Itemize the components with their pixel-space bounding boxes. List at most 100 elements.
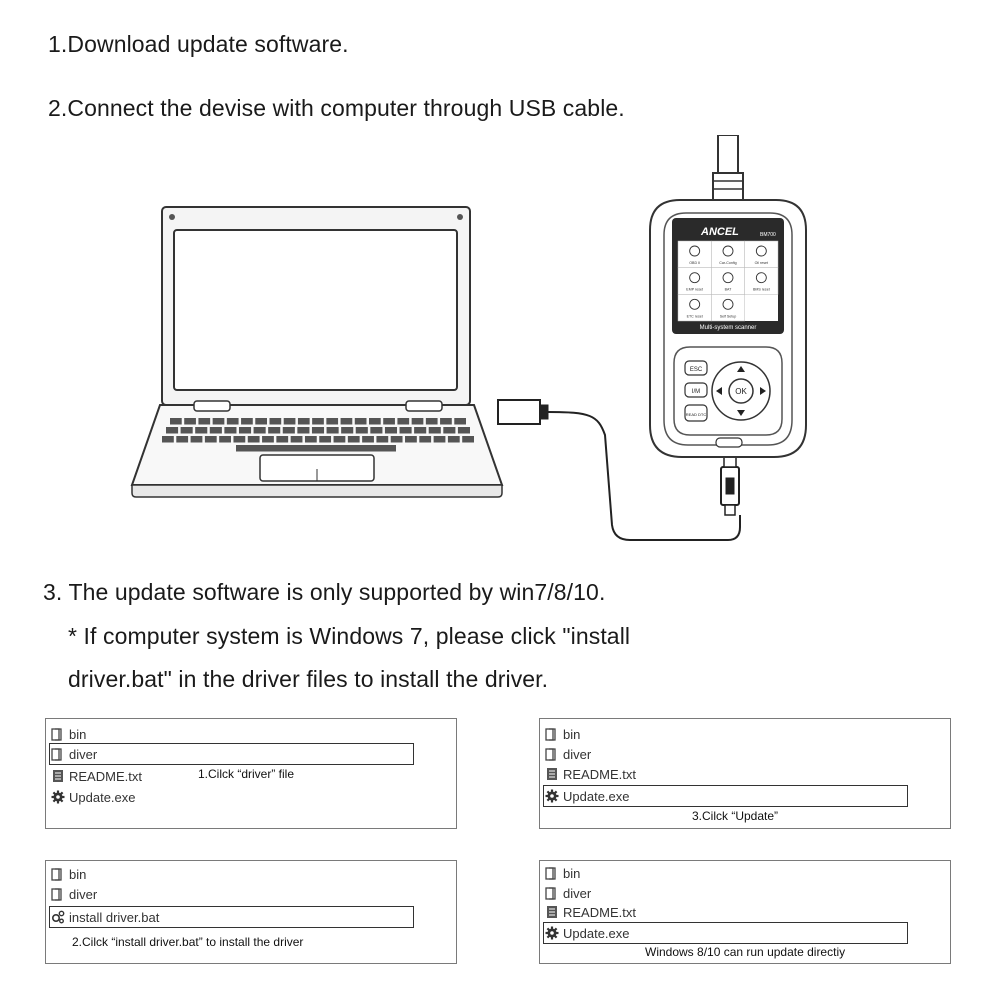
gears-icon — [51, 910, 65, 924]
folder-icon — [51, 888, 62, 901]
keyboard-key — [340, 418, 353, 425]
file-list-panel-1: bin diver README.txt Update.exe 1.Cilck … — [45, 718, 457, 829]
step-2-text: 2.Connect the devise with computer throu… — [48, 95, 625, 121]
keyboard-key — [362, 436, 374, 443]
keyboard-key — [166, 427, 179, 434]
keyboard-key — [462, 436, 474, 443]
menu-item-label: ETC reset — [687, 314, 703, 318]
read-dtc-key: READ DTC — [686, 412, 707, 417]
folder-icon — [51, 868, 62, 881]
keyboard-key — [405, 436, 417, 443]
keyboard-key — [454, 418, 466, 425]
keyboard-key — [397, 418, 410, 425]
menu-item-icon — [722, 298, 734, 310]
file-row-update-exe[interactable]: Update.exe — [545, 786, 630, 806]
file-row-diver[interactable]: diver — [51, 744, 97, 764]
panel-1-caption: 1.Cilck “driver” file — [198, 767, 295, 781]
file-list-panel-4: bin diver README.txt Update.exe Windows … — [539, 860, 951, 964]
file-row-bin[interactable]: bin — [51, 864, 86, 884]
keyboard-key — [212, 418, 225, 425]
step-3-note-line-1: * If computer system is Windows 7, pleas… — [68, 623, 631, 649]
menu-item-icon — [689, 245, 701, 257]
menu-item-icon — [689, 298, 701, 310]
step-3-note-line-2: driver.bat" in the driver files to insta… — [68, 666, 549, 692]
keyboard-key — [355, 427, 368, 434]
file-row-bin[interactable]: bin — [51, 724, 86, 744]
keyboard-key — [176, 436, 189, 443]
keyboard-key — [290, 436, 303, 443]
menu-item-label: Oil reset — [755, 261, 768, 265]
esc-key: ESC — [690, 367, 703, 373]
file-row-bin[interactable]: bin — [545, 724, 580, 744]
keyboard-key — [238, 427, 252, 434]
file-row-update-exe[interactable]: Update.exe — [545, 923, 630, 943]
keyboard-key — [311, 427, 325, 434]
keyboard-key — [198, 418, 211, 425]
keyboard-key — [419, 436, 432, 443]
keyboard-key — [184, 418, 196, 425]
keyboard-key — [297, 427, 310, 434]
panel-2-caption: 3.Cilck “Update” — [692, 809, 779, 823]
folder-icon — [545, 867, 556, 880]
keyboard-key — [443, 427, 456, 434]
gear-icon — [545, 926, 559, 940]
keyboard-key — [333, 436, 346, 443]
keyboard-key — [226, 418, 239, 425]
selection-highlight — [543, 922, 908, 944]
selection-highlight — [543, 785, 908, 807]
menu-cell — [711, 294, 745, 322]
keyboard-key — [447, 436, 460, 443]
keyboard-key — [440, 418, 452, 425]
keyboard-key — [433, 436, 446, 443]
file-row-diver[interactable]: diver — [545, 744, 591, 764]
laptop-illustration — [130, 206, 504, 498]
im-key: I/M — [692, 389, 700, 395]
keyboard-key — [347, 436, 360, 443]
keyboard-key — [224, 427, 237, 434]
menu-item-label: BAT — [725, 288, 733, 292]
menu-item-icon — [722, 272, 734, 284]
usb-cable-illustration — [497, 399, 741, 541]
keyboard-spacebar — [236, 445, 396, 452]
file-row-readme[interactable]: README.txt — [545, 902, 636, 922]
keyboard-key — [390, 436, 403, 443]
file-row-install-driver-bat[interactable]: install driver.bat — [51, 907, 159, 927]
panel-4-caption: Windows 8/10 can run update directiy — [645, 945, 846, 959]
file-row-readme[interactable]: README.txt — [51, 766, 142, 786]
keyboard-key — [180, 427, 193, 434]
keyboard-key — [425, 418, 438, 425]
menu-item-label: Car-Config — [719, 261, 736, 265]
keyboard-key — [190, 436, 203, 443]
file-row-diver[interactable]: diver — [51, 884, 97, 904]
keyboard-key — [241, 418, 253, 425]
file-row-bin[interactable]: bin — [545, 863, 580, 883]
keyboard-key — [376, 436, 389, 443]
keyboard-key — [283, 418, 296, 425]
keyboard-key — [369, 418, 381, 425]
menu-item-label: EMP reset — [686, 288, 703, 292]
folder-icon — [545, 728, 556, 741]
menu-item-icon — [755, 272, 767, 284]
step-1-text: 1.Download update software. — [48, 31, 349, 57]
ok-key: OK — [735, 387, 747, 396]
keyboard-key — [411, 418, 424, 425]
file-row-update-exe[interactable]: Update.exe — [51, 787, 136, 807]
folder-icon — [545, 887, 556, 900]
device-screen-caption: Multi-system scanner — [700, 325, 757, 331]
keyboard-key — [326, 418, 339, 425]
keyboard-key — [268, 427, 281, 434]
panel-3-caption: 2.Cilck “install driver.bat” to install … — [72, 935, 304, 949]
keyboard-key — [209, 427, 222, 434]
text-file-icon — [547, 768, 557, 780]
keyboard-key — [162, 436, 174, 443]
file-row-diver[interactable]: diver — [545, 883, 591, 903]
keyboard-key — [297, 418, 310, 425]
keyboard-key — [195, 427, 208, 434]
menu-item-icon — [689, 272, 701, 284]
keyboard-key — [383, 418, 395, 425]
keyboard-key — [255, 418, 267, 425]
file-row-readme[interactable]: README.txt — [545, 764, 636, 784]
keyboard-key — [170, 418, 182, 425]
keyboard-key — [204, 436, 217, 443]
